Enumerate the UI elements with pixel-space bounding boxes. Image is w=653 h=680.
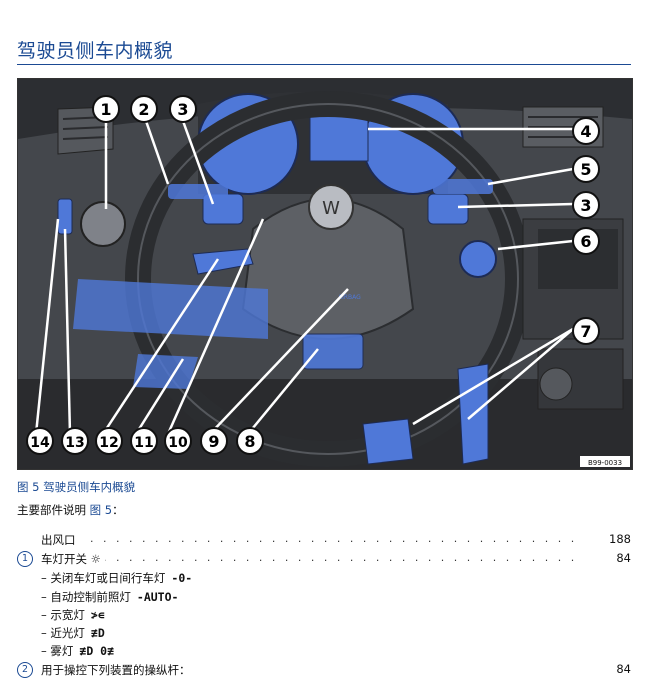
page-number: 84: [610, 551, 631, 565]
list-item: 2 用于操控下列装置的操纵杆： 84: [17, 662, 631, 680]
svg-text:5: 5: [580, 160, 591, 179]
svg-text:3: 3: [580, 196, 591, 215]
figure-caption: 图 5 驾驶员侧车内概貌: [17, 480, 136, 494]
item-number: 1: [17, 551, 33, 567]
callout-3-right: 3: [572, 191, 600, 219]
svg-text:3: 3: [177, 100, 188, 119]
callout-5: 5: [572, 155, 600, 183]
callout-1: 1: [92, 95, 120, 123]
sub-item: – 自动控制前照灯-AUTO-: [41, 590, 179, 604]
list-item: 1 车灯开关 ☼ . . . . . . . . . . . . . . . .…: [17, 551, 631, 569]
callout-6: 6: [572, 227, 600, 255]
svg-text:6: 6: [580, 232, 591, 251]
callout-12: 12: [95, 427, 123, 455]
callout-14: 14: [26, 427, 54, 455]
callout-8: 8: [236, 427, 264, 455]
svg-text:13: 13: [65, 435, 84, 451]
item-number: 2: [17, 662, 33, 678]
sub-item: – 关闭车灯或日间行车灯-0-: [41, 571, 193, 585]
sub-item: – 近光灯≢D: [41, 626, 105, 640]
svg-text:14: 14: [30, 435, 50, 451]
svg-text:12: 12: [99, 435, 118, 451]
page-number: 84: [610, 662, 631, 676]
list-item: 出风口 . . . . . . . . . . . . . . . . . . …: [41, 532, 631, 548]
svg-text:8: 8: [244, 432, 255, 451]
figure-code: B99-0033: [588, 459, 622, 467]
title-divider: [17, 64, 631, 65]
page-title: 驾驶员侧车内概貌: [17, 40, 174, 62]
callout-9: 9: [200, 427, 228, 455]
airbag-label: AIRBAG: [338, 294, 361, 301]
intro-line: 主要部件说明 图 5：: [17, 503, 124, 517]
svg-text:2: 2: [138, 100, 149, 119]
svg-text:7: 7: [580, 322, 591, 341]
callout-10: 10: [164, 427, 192, 455]
callout-11: 11: [130, 427, 158, 455]
callout-4: 4: [572, 117, 600, 145]
sub-item: – 示宽灯≯∊: [41, 608, 105, 622]
callout-3-left: 3: [169, 95, 197, 123]
svg-text:1: 1: [100, 100, 111, 119]
figure-reference[interactable]: 图 5: [89, 503, 113, 517]
svg-text:4: 4: [580, 122, 591, 141]
vw-logo-icon: [308, 184, 354, 230]
svg-text:W: W: [322, 198, 340, 219]
svg-text:9: 9: [208, 432, 219, 451]
callout-13: 13: [61, 427, 89, 455]
svg-text:11: 11: [134, 435, 153, 451]
callout-7: 7: [572, 317, 600, 345]
cockpit-figure: W AIRBAG: [17, 78, 633, 470]
sub-item: – 雾灯≢D 0≢: [41, 644, 115, 658]
light-switch: [80, 201, 126, 247]
callout-2: 2: [130, 95, 158, 123]
page-number: 188: [603, 532, 631, 546]
svg-text:10: 10: [168, 435, 188, 451]
